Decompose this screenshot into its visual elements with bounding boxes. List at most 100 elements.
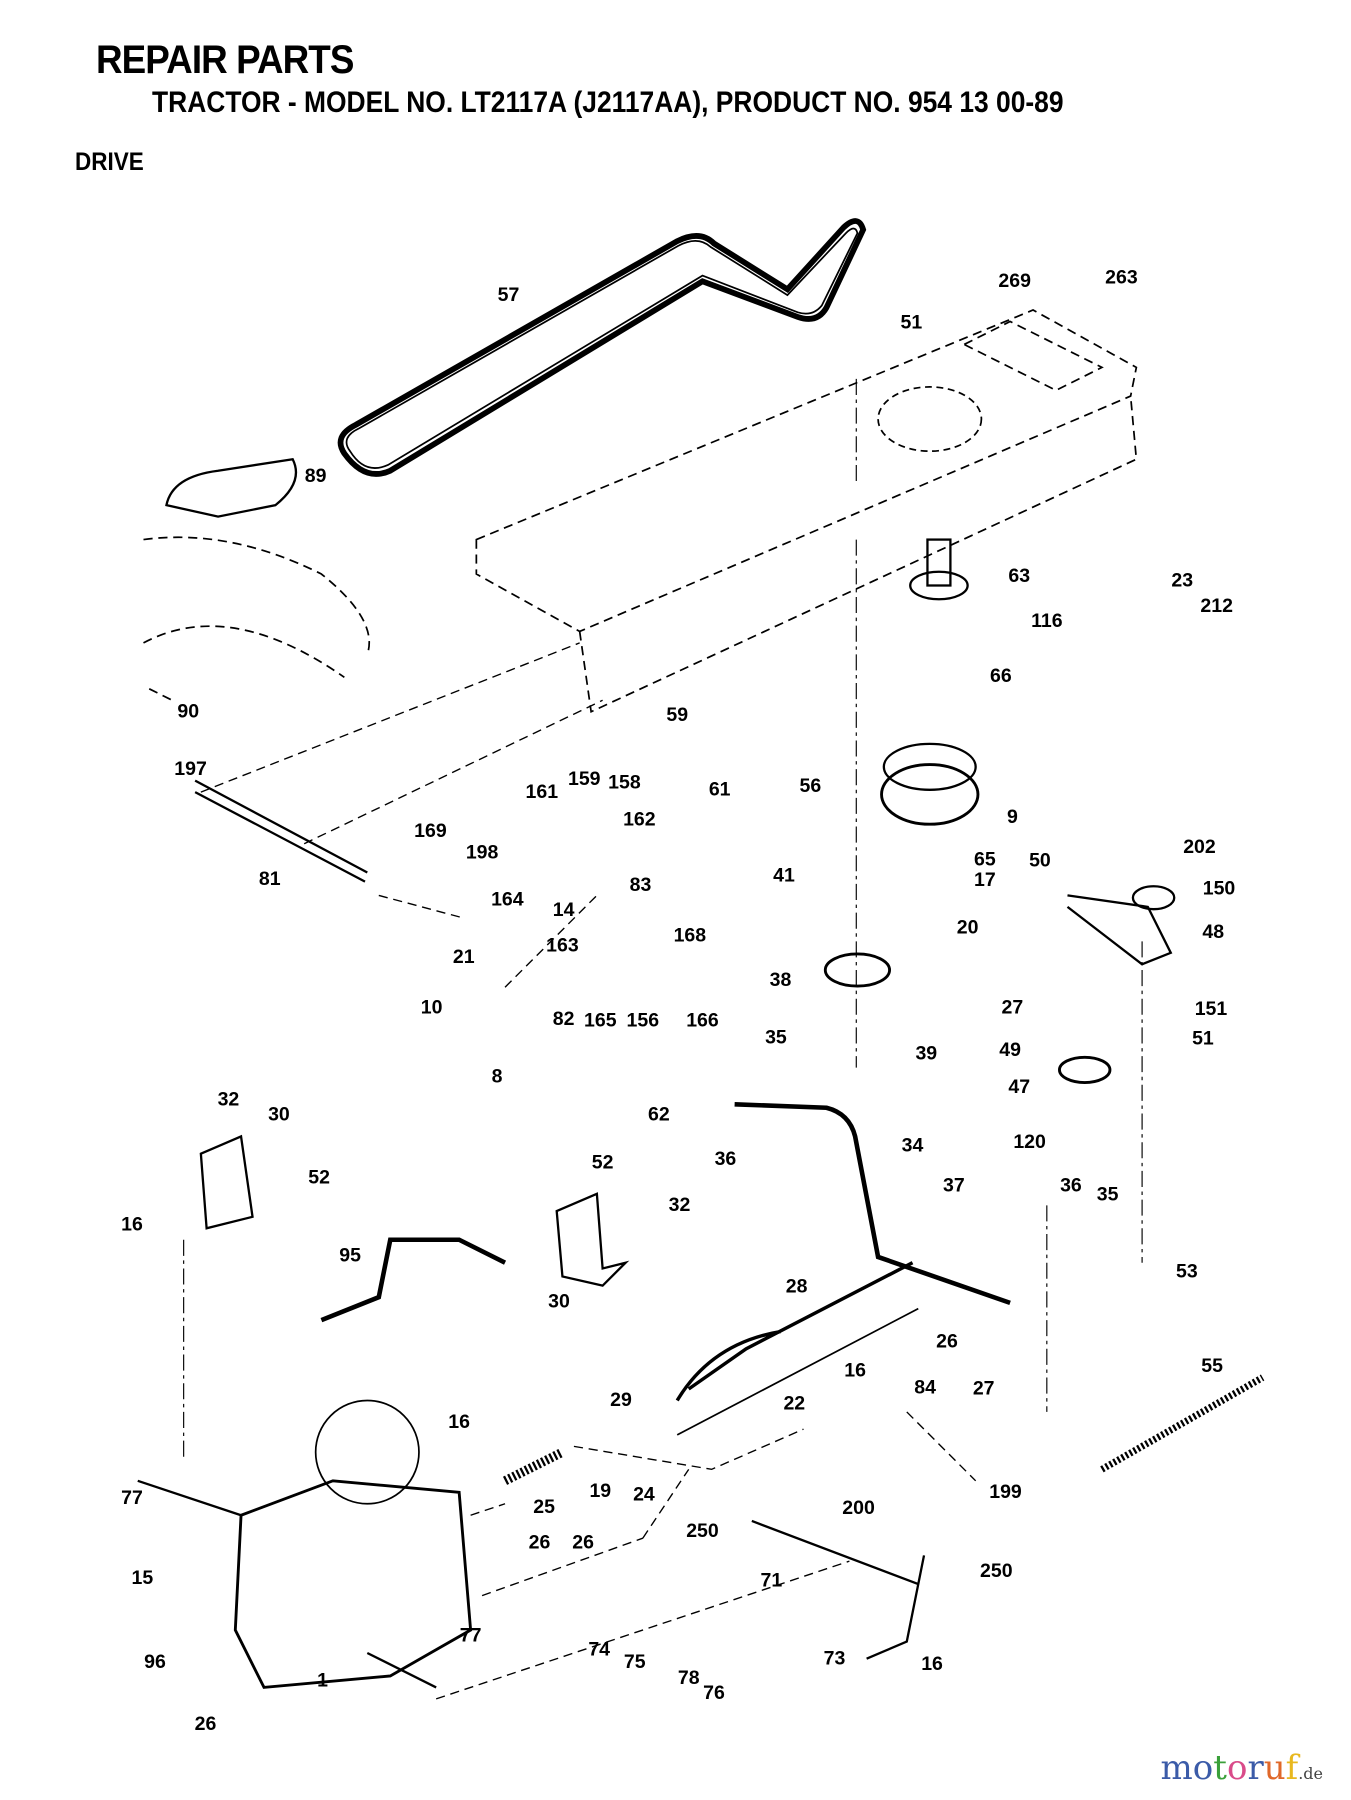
callout-label: 162 [623,808,656,830]
callout-label: 198 [466,842,499,864]
callout-label: 30 [548,1290,570,1312]
watermark-letter: r [1247,1748,1264,1788]
rod-22 [676,1307,919,1436]
callout-label: 16 [121,1214,143,1236]
callout-label: 35 [765,1026,787,1048]
callout-label: 37 [943,1175,965,1197]
callout-label: 156 [627,1009,660,1031]
callout-label: 51 [1192,1028,1214,1050]
callout-label: 90 [177,700,199,722]
callout-label: 82 [553,1008,575,1030]
callout-label: 163 [546,935,579,957]
pulley-38 [823,952,892,988]
watermark-letter: o [1192,1748,1214,1788]
callout-label: 165 [584,1009,617,1031]
callout-label: 202 [1183,836,1216,858]
callout-label: 38 [770,969,792,991]
rod-28 [675,1261,914,1402]
callout-label: 27 [1002,997,1024,1019]
callout-label: 250 [980,1560,1013,1582]
callout-label: 200 [842,1497,875,1519]
page-title: REPAIR PARTS [96,38,354,82]
callout-label: 26 [572,1532,594,1554]
callout-label: 9 [1007,806,1018,828]
callout-label: 77 [121,1487,143,1509]
callout-label: 36 [715,1148,737,1170]
callout-label: 120 [1013,1131,1046,1153]
callout-label: 26 [936,1331,958,1353]
callout-label: 24 [633,1483,655,1505]
callout-label: 52 [592,1152,614,1174]
pulley-63 [909,570,969,601]
callout-label: 73 [824,1647,846,1669]
callout-label: 89 [305,465,327,487]
callout-label: 75 [624,1651,646,1673]
watermark-letter: u [1263,1748,1286,1788]
callout-label: 32 [669,1194,691,1216]
callout-label: 16 [448,1411,470,1433]
clutch-9 [880,763,980,826]
drive-belt [337,218,867,477]
callout-label: 16 [844,1359,866,1381]
bracket-30-right [555,1192,630,1287]
callout-label: 164 [491,889,524,911]
callout-label: 16 [921,1653,943,1675]
callout-label: 19 [589,1480,611,1502]
frame-outline [475,309,1138,714]
callout-label: 29 [610,1389,632,1411]
callout-label: 59 [666,704,688,726]
callout-label: 34 [902,1134,924,1156]
callout-label: 55 [1201,1355,1223,1377]
callout-label: 74 [588,1638,610,1660]
callout-label: 63 [1008,565,1030,587]
callout-label: 197 [174,758,207,780]
callout-label: 76 [703,1682,725,1704]
watermark-letter: f [1285,1748,1299,1788]
watermark-logo: motoruf.de [1161,1748,1323,1788]
callout-label: 53 [1176,1261,1198,1283]
callout-label: 158 [608,772,641,794]
callout-label: 81 [259,868,281,890]
section-title: DRIVE [75,148,144,176]
callout-label: 23 [1171,570,1193,592]
callout-label: 95 [339,1245,361,1267]
callout-label: 57 [498,284,520,306]
callout-label: 39 [915,1043,937,1065]
callout-label: 269 [998,270,1031,292]
callout-label: 56 [800,775,822,797]
spring-25 [502,1448,565,1485]
callout-label: 150 [1203,877,1236,899]
callout-label: 41 [773,865,795,887]
watermark-letter: o [1226,1748,1248,1788]
callout-label: 84 [914,1377,936,1399]
callout-label: 49 [999,1039,1021,1061]
callout-label: 50 [1029,850,1051,872]
fan [314,1399,420,1505]
callout-label: 52 [308,1167,330,1189]
callout-label: 62 [648,1103,670,1125]
callout-label: 48 [1202,921,1224,943]
callout-label: 96 [144,1651,166,1673]
callout-label: 212 [1200,595,1233,617]
callout-label: 20 [957,916,979,938]
bracket-48 [1066,894,1173,966]
callout-label: 1 [317,1669,328,1691]
callout-label: 30 [268,1103,290,1125]
idler-47 [1058,1055,1112,1084]
callout-label: 51 [901,311,923,333]
watermark-letter: t [1213,1748,1227,1788]
callout-label: 151 [1195,998,1228,1020]
callout-label: 25 [533,1496,555,1518]
rod-34 [734,1102,1011,1306]
callout-label: 169 [414,820,447,842]
callout-label: 27 [973,1378,995,1400]
idler-150 [1131,885,1176,911]
callout-label: 21 [453,946,475,968]
callout-label: 47 [1008,1076,1030,1098]
callout-label: 32 [218,1088,240,1110]
callout-label: 36 [1060,1175,1082,1197]
callout-label: 8 [492,1066,503,1088]
watermark-suffix: .de [1298,1764,1323,1783]
callout-label: 83 [630,874,652,896]
